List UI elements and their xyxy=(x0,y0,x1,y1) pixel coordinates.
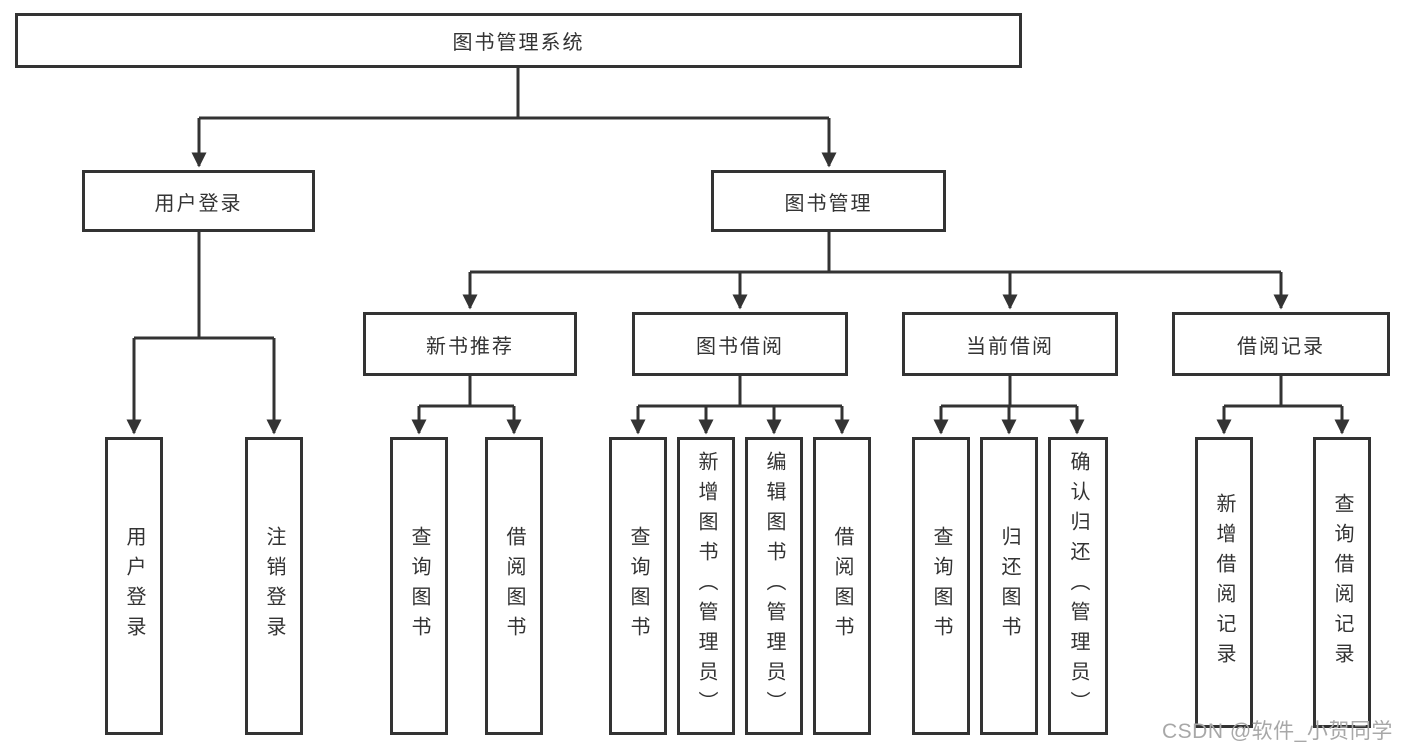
leaf-return-books: 归还图书 xyxy=(980,437,1038,735)
leaf-user-login: 用户登录 xyxy=(105,437,163,735)
leaf-add-books-admin: 新增图书（管理员） xyxy=(677,437,735,735)
leaf-query-books-1: 查询图书 xyxy=(390,437,448,735)
node-new-book-recommend: 新书推荐 xyxy=(363,312,577,376)
leaf-query-borrow-record: 查询借阅记录 xyxy=(1313,437,1371,728)
leaf-confirm-return-admin-label: 确认归还（管理员） xyxy=(1067,451,1089,721)
leaf-return-books-label: 归还图书 xyxy=(998,526,1020,646)
node-book-borrow: 图书借阅 xyxy=(632,312,848,376)
watermark: CSDN @软件_小贺同学 xyxy=(1162,720,1393,743)
leaf-logout: 注销登录 xyxy=(245,437,303,735)
node-user-login: 用户登录 xyxy=(82,170,315,232)
leaf-borrow-books-1: 借阅图书 xyxy=(485,437,543,735)
leaf-query-books-3: 查询图书 xyxy=(912,437,970,735)
leaf-logout-label: 注销登录 xyxy=(263,526,285,646)
leaf-add-books-admin-label: 新增图书（管理员） xyxy=(695,451,717,721)
node-current-borrow: 当前借阅 xyxy=(902,312,1118,376)
leaf-add-borrow-record: 新增借阅记录 xyxy=(1195,437,1253,728)
leaf-borrow-books-2: 借阅图书 xyxy=(813,437,871,735)
leaf-query-borrow-record-label: 查询借阅记录 xyxy=(1331,492,1353,673)
leaf-query-books-2-label: 查询图书 xyxy=(627,526,649,646)
connector-group xyxy=(126,68,1350,435)
leaf-query-books-2: 查询图书 xyxy=(609,437,667,735)
leaf-borrow-books-1-label: 借阅图书 xyxy=(503,526,525,646)
leaf-query-books-3-label: 查询图书 xyxy=(930,526,952,646)
leaf-edit-books-admin-label: 编辑图书（管理员） xyxy=(763,451,785,721)
leaf-confirm-return-admin: 确认归还（管理员） xyxy=(1048,437,1108,735)
node-borrow-records: 借阅记录 xyxy=(1172,312,1390,376)
leaf-add-borrow-record-label: 新增借阅记录 xyxy=(1213,492,1235,673)
leaf-edit-books-admin: 编辑图书（管理员） xyxy=(745,437,803,735)
leaf-user-login-label: 用户登录 xyxy=(123,526,145,646)
node-root: 图书管理系统 xyxy=(15,13,1022,68)
node-book-management: 图书管理 xyxy=(711,170,946,232)
leaf-borrow-books-2-label: 借阅图书 xyxy=(831,526,853,646)
leaf-query-books-1-label: 查询图书 xyxy=(408,526,430,646)
